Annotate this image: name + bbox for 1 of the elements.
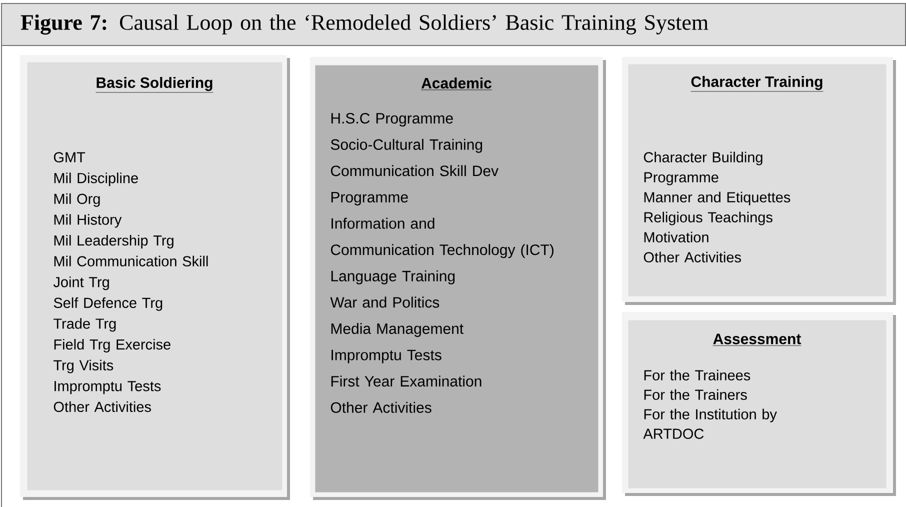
title-bar: Figure 7: Causal Loop on the ‘Remodeled Soldiers’ Basic Training System	[1, 3, 906, 46]
